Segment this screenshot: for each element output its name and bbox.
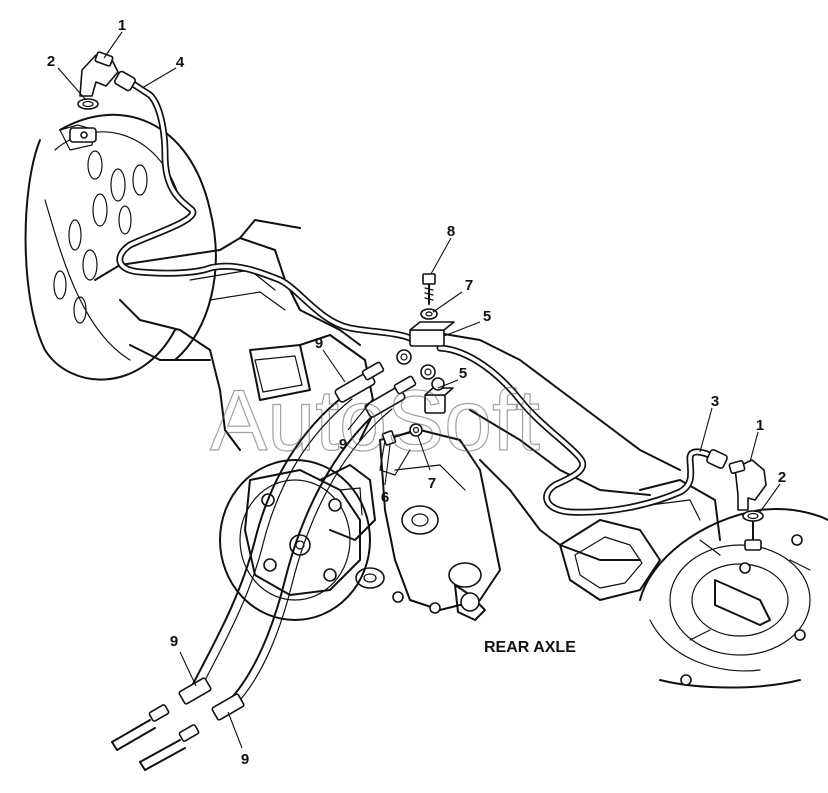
leader-lines [57, 31, 781, 749]
callout-9-upper: 9 [315, 335, 323, 352]
brake-hoses [111, 361, 417, 771]
callout-3: 3 [711, 393, 719, 410]
callout-6: 6 [381, 489, 389, 506]
center-fittings [381, 273, 455, 446]
diagram-caption: REAR AXLE [484, 639, 576, 656]
callout-9-middle: 9 [339, 436, 347, 453]
axle-housing [94, 219, 721, 601]
elbow-fitting-left [77, 51, 119, 110]
callout-5-lower: 5 [459, 365, 467, 382]
brake-pipe-right [436, 344, 728, 516]
callout-4: 4 [176, 54, 185, 71]
callout-1-right: 1 [756, 417, 764, 434]
callout-9-bottom-left: 9 [170, 633, 178, 650]
callout-7-upper: 7 [465, 277, 473, 294]
brake-pipe-left [114, 70, 414, 342]
callout-2-left: 2 [47, 53, 55, 70]
right-wheel-hub [639, 508, 828, 689]
callout-2-right: 2 [778, 469, 786, 486]
callout-9-bottom: 9 [241, 751, 249, 768]
elbow-fitting-right [728, 459, 767, 551]
watermark-text: AutoSoft [210, 373, 540, 469]
left-wheel-hub [24, 113, 217, 381]
differential-housing [355, 429, 501, 621]
callout-7-lower: 7 [428, 475, 436, 492]
callout-5-upper: 5 [483, 308, 491, 325]
callout-1-left: 1 [118, 17, 126, 34]
callout-8: 8 [447, 223, 455, 240]
callout-labels: 1 2 4 8 7 5 9 5 9 6 7 3 1 2 9 9 [47, 17, 786, 768]
